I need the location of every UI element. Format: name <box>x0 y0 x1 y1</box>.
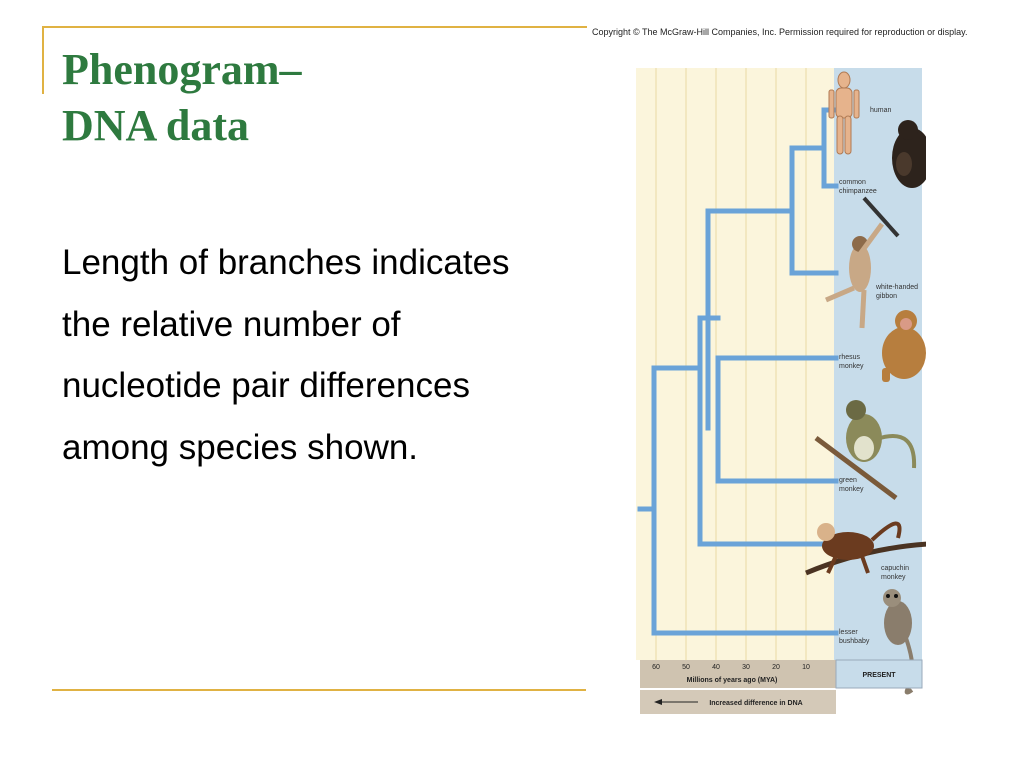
present-label: PRESENT <box>862 672 896 679</box>
species-label-gibbon-line1: white-handed <box>875 284 918 291</box>
species-label-capuchin-line2: monkey <box>881 574 906 581</box>
body-text: Length of branches indicates the relativ… <box>62 243 510 467</box>
species-label-rhesus-line2: monkey <box>839 363 864 370</box>
accent-top-line <box>44 26 587 28</box>
dna-difference-label: Increased difference in DNA <box>709 700 802 707</box>
axis-tick-60: 60 <box>652 664 660 671</box>
accent-bottom-line <box>52 689 586 691</box>
phenogram-svg: human common chimpanzee white-handed gib… <box>636 68 926 714</box>
axis-tick-50: 50 <box>682 664 690 671</box>
present-box <box>835 659 923 689</box>
phenogram-figure: human common chimpanzee white-handed gib… <box>636 68 926 718</box>
species-label-human: human <box>870 107 892 114</box>
slide-title: Phenogram– DNA data <box>62 42 302 154</box>
accent-vertical-line <box>42 26 44 94</box>
axis-tick-40: 40 <box>712 664 720 671</box>
species-label-bushbaby-line2: bushbaby <box>839 638 870 645</box>
rhesus-monkey-figure <box>882 310 926 382</box>
species-label-chimpanzee-line1: common <box>839 179 866 186</box>
species-label-rhesus-line1: rhesus <box>839 354 861 361</box>
axis-tick-10: 10 <box>802 664 810 671</box>
title-line-2: DNA data <box>62 101 250 150</box>
species-label-green-monkey-line2: monkey <box>839 486 864 493</box>
species-label-green-monkey-line1: green <box>839 477 857 484</box>
species-label-bushbaby-line1: lesser <box>839 629 858 636</box>
capuchin-monkey-figure <box>805 521 926 576</box>
title-line-1: Phenogram– <box>62 45 302 94</box>
left-arrow-icon <box>654 699 698 705</box>
axis-band <box>640 660 836 688</box>
copyright-notice: Copyright © The McGraw-Hill Companies, I… <box>592 27 968 37</box>
green-monkey-figure <box>814 400 917 500</box>
chimpanzee-figure <box>892 120 926 188</box>
axis-tick-30: 30 <box>742 664 750 671</box>
human-figure <box>828 71 860 155</box>
axis-label: Millions of years ago (MYA) <box>687 677 778 684</box>
gibbon-figure <box>825 196 900 329</box>
species-label-capuchin-line1: capuchin <box>881 565 909 572</box>
species-labels: human common chimpanzee white-handed gib… <box>839 107 918 645</box>
axis-tick-20: 20 <box>772 664 780 671</box>
axis-ticks: 60 50 40 30 20 10 <box>652 664 810 671</box>
species-label-gibbon-line2: gibbon <box>876 293 897 300</box>
timeline-background <box>636 68 836 660</box>
species-label-chimpanzee-line2: chimpanzee <box>839 188 877 195</box>
